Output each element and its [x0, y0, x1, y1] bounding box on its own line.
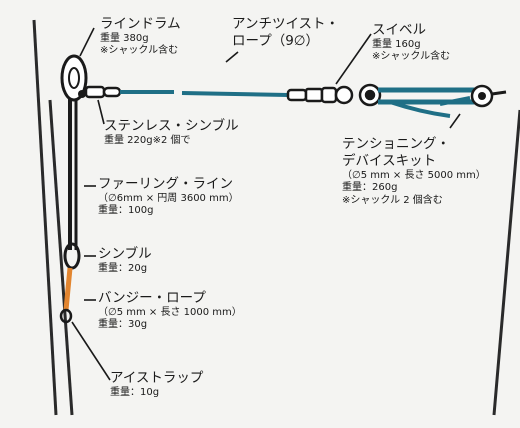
furling-spec2: 重量：100g	[98, 205, 154, 217]
tension-spec3: ※シャックル 2 個含む	[342, 194, 443, 206]
eyestrap-name: アイストラップ	[110, 370, 204, 386]
frame-left-inner	[48, 99, 74, 416]
bungee-spec2: 重量：30g	[98, 319, 148, 331]
frame-left	[32, 19, 58, 416]
leader-lines	[71, 27, 461, 381]
swivel-name: スイベル	[372, 22, 426, 38]
leader-eyestrap	[71, 321, 111, 381]
thimble-name: シンブル	[98, 246, 152, 262]
tension-spec2: 重量：260g	[342, 182, 398, 194]
bungee-rope	[63, 267, 73, 311]
drum-spec2: ※シャックル含む	[100, 45, 179, 57]
furling-name: ファーリング・ライン	[98, 176, 233, 192]
swivel-label: スイベル 重量 160g ※シャックル含む	[372, 22, 450, 64]
frame	[32, 19, 520, 416]
tension-name1: テンショニング・	[342, 136, 450, 152]
drum-label: ラインドラム 重量 380g ※シャックル含む	[100, 16, 181, 58]
bungee-name: バンジー・ロープ	[98, 290, 206, 306]
leader-drum	[79, 27, 95, 57]
tensioning-device	[378, 84, 507, 118]
rope-name1: アンチツイスト・	[232, 16, 340, 32]
stainless-thimble-spec1: 重量 220g※2 個で	[104, 134, 191, 146]
thimble-label: シンブル 重量：20g	[98, 246, 152, 275]
rope-name2: ロープ（9∅）	[232, 32, 320, 49]
tension-spec1: （∅5 mm × 長さ 5000 mm）	[342, 169, 486, 181]
eyestrap-shape	[59, 308, 73, 324]
bungee-label: バンジー・ロープ （∅5 mm × 長さ 1000 mm） 重量：30g	[98, 290, 242, 332]
swivel	[286, 83, 382, 107]
leader-tension	[449, 113, 461, 129]
anti-twist-rope	[120, 90, 289, 97]
rope-label: アンチツイスト・ ロープ（9∅）	[232, 16, 339, 50]
drum-spec1: 重量 380g	[100, 32, 149, 44]
leader-rope	[225, 51, 239, 63]
drum-name: ラインドラム	[100, 16, 181, 32]
furling-line	[68, 85, 78, 250]
eyestrap-spec1: 重量：10g	[110, 386, 160, 398]
swivel-spec1: 重量 160g	[372, 38, 421, 50]
stainless-thimble-name: ステンレス・シンブル	[104, 118, 239, 134]
thimble-spec1: 重量：20g	[98, 262, 148, 274]
eyestrap-label: アイストラップ 重量：10g	[110, 370, 203, 399]
leader-swivel	[335, 33, 372, 85]
thimble-shape	[63, 242, 81, 270]
furling-spec1: （∅6mm × 円周 3600 mm）	[98, 192, 239, 204]
leader-stainless-thimble	[97, 99, 105, 125]
furling-label: ファーリング・ライン （∅6mm × 円周 3600 mm） 重量：100g	[98, 176, 239, 218]
line-drum	[60, 54, 88, 102]
tension-label: テンショニング・ デバイスキット （∅5 mm × 長さ 5000 mm） 重量…	[342, 136, 486, 207]
tension-name2: デバイスキット	[342, 152, 437, 169]
stainless-thimble-label: ステンレス・シンブル 重量 220g※2 個で	[104, 118, 239, 147]
swivel-spec2: ※シャックル含む	[372, 51, 451, 63]
frame-right	[492, 109, 520, 416]
stainless-thimble	[84, 85, 122, 99]
bungee-spec1: （∅5 mm × 長さ 1000 mm）	[98, 306, 242, 318]
